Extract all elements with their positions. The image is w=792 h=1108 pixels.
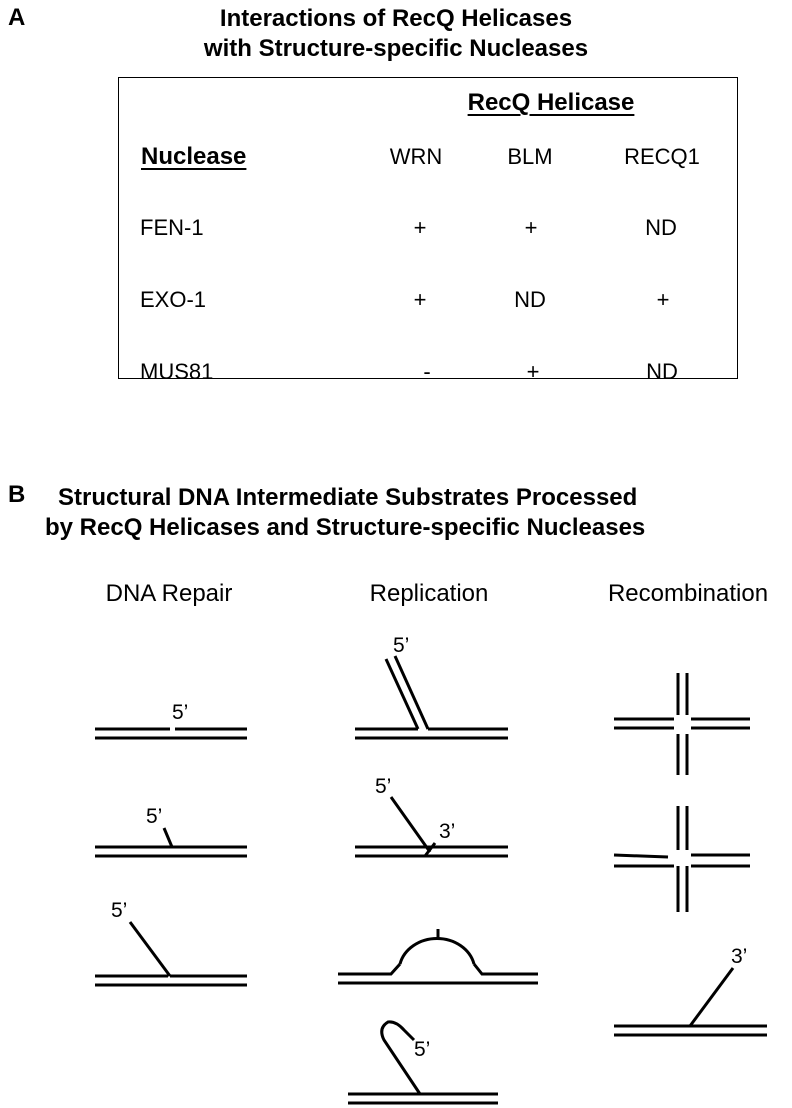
- column-header-blm: BLM: [507, 144, 553, 169]
- three-prime-flap-diagram: [614, 967, 767, 1037]
- table-cell: +: [413, 287, 427, 312]
- table-cell: ND: [646, 359, 678, 384]
- table-cell: +: [656, 287, 670, 312]
- column-header-wrn: WRN: [389, 144, 443, 169]
- panel-b-letter: B: [8, 481, 26, 508]
- double-flap-diagram: [355, 796, 508, 858]
- nicked-holliday-junction-diagram: [613, 806, 750, 912]
- table-cell: +: [524, 215, 538, 240]
- label-repair-flap-short: 5’: [146, 805, 162, 828]
- label-replication-flap-5: 5’: [375, 775, 391, 798]
- row-label-fen1: FEN-1: [140, 215, 204, 240]
- label-repair-flap-long: 5’: [111, 899, 127, 922]
- label-replication-hairpin: 5’: [414, 1038, 430, 1061]
- column-title-dna-repair: DNA Repair: [105, 580, 233, 607]
- table-cell: ND: [645, 215, 677, 240]
- replication-fork-diagram: [355, 655, 508, 740]
- bubble-diagram: [338, 929, 538, 985]
- column-title-replication: Replication: [369, 580, 489, 607]
- long-flap-diagram: [95, 921, 247, 987]
- interaction-table: [118, 77, 738, 379]
- label-recombination-3flap: 3’: [731, 945, 747, 968]
- panel-a-title-line1: Interactions of RecQ Helicases: [219, 5, 573, 32]
- recq-helicase-header: RecQ Helicase: [467, 89, 635, 116]
- panel-a-title-line2: with Structure-specific Nucleases: [203, 35, 589, 62]
- panel-b-title-line1: Structural DNA Intermediate Substrates P…: [58, 484, 638, 511]
- column-header-recq1: RECQ1: [624, 144, 700, 169]
- panel-a-letter: A: [8, 4, 26, 31]
- hairpin-flap-diagram: [348, 1020, 498, 1105]
- nuclease-header: Nuclease: [141, 143, 247, 170]
- panel-a-title: Interactions of RecQ Helicases with Stru…: [0, 4, 792, 64]
- label-replication-fork: 5’: [393, 634, 409, 657]
- holliday-junction-diagram: [614, 673, 750, 775]
- table-cell: +: [526, 359, 540, 384]
- table-cell: ND: [514, 287, 546, 312]
- table-cell: -: [423, 359, 431, 384]
- column-title-recombination: Recombination: [607, 580, 769, 607]
- label-replication-flap-3: 3’: [439, 820, 455, 843]
- panel-b-title-line2: by RecQ Helicases and Structure-specific…: [45, 514, 646, 541]
- table-cell: +: [413, 215, 427, 240]
- short-flap-diagram: [95, 827, 247, 858]
- nicked-duplex-diagram: [95, 727, 247, 740]
- label-repair-nick: 5’: [172, 701, 188, 724]
- row-label-exo1: EXO-1: [140, 287, 207, 312]
- row-label-mus81: MUS81: [140, 359, 214, 384]
- panel-b-title: Structural DNA Intermediate Substrates P…: [20, 483, 792, 543]
